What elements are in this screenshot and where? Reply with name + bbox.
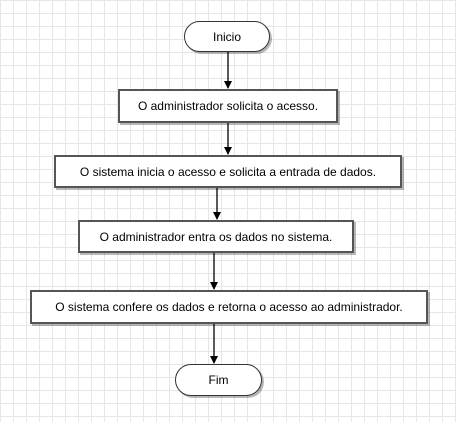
step-1-node[interactable]: O administrador solicita o acesso. xyxy=(118,89,338,123)
end-node[interactable]: Fim xyxy=(175,364,262,396)
start-node[interactable]: Inicio xyxy=(184,21,270,52)
step-2-node[interactable]: O sistema inicia o acesso e solicita a e… xyxy=(54,155,402,188)
end-label: Fim xyxy=(208,373,229,387)
step-4-node[interactable]: O sistema confere os dados e retorna o a… xyxy=(30,290,428,324)
step-3-node[interactable]: O administrador entra os dados no sistem… xyxy=(78,220,354,253)
step-3-label: O administrador entra os dados no sistem… xyxy=(99,229,333,244)
step-4-label: O sistema confere os dados e retorna o a… xyxy=(55,300,403,314)
start-label: Inicio xyxy=(212,29,241,44)
step-1-label: O administrador solicita o acesso. xyxy=(137,99,319,113)
step-2-label: O sistema inicia o acesso e solicita a e… xyxy=(79,164,377,179)
